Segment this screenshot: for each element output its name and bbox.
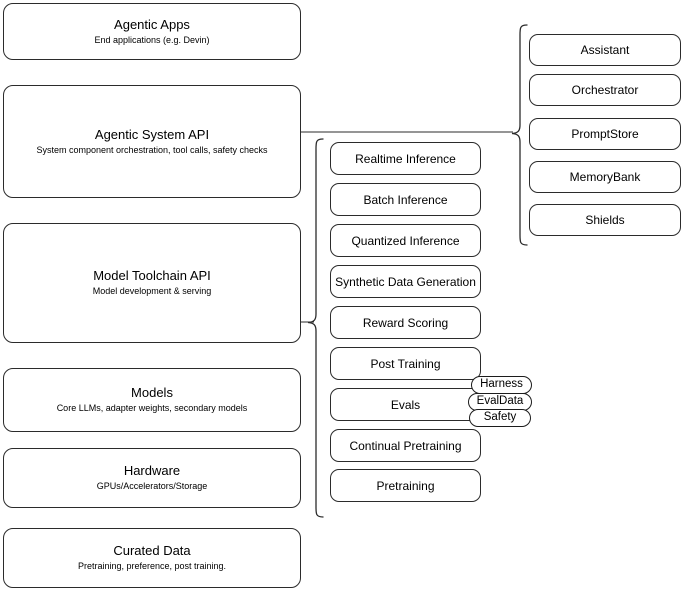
evals-badge-label: EvalData bbox=[476, 395, 524, 408]
component-label: MemoryBank bbox=[569, 170, 641, 184]
layer-subtitle: Core LLMs, adapter weights, secondary mo… bbox=[56, 403, 248, 413]
component-label: Shields bbox=[585, 213, 625, 227]
capability-continual-pretraining[interactable]: Continual Pretraining bbox=[330, 429, 481, 462]
layer-agentic-apps[interactable]: Agentic Apps End applications (e.g. Devi… bbox=[3, 3, 301, 60]
layer-title: Model Toolchain API bbox=[93, 268, 211, 283]
layer-subtitle: Model development & serving bbox=[92, 286, 212, 296]
layer-title: Models bbox=[131, 385, 173, 400]
capability-batch-inference[interactable]: Batch Inference bbox=[330, 183, 481, 216]
layer-subtitle: System component orchestration, tool cal… bbox=[36, 144, 268, 155]
component-shields[interactable]: Shields bbox=[529, 204, 681, 236]
layer-hardware[interactable]: Hardware GPUs/Accelerators/Storage bbox=[3, 448, 301, 508]
layer-title: Agentic System API bbox=[94, 126, 210, 142]
component-assistant[interactable]: Assistant bbox=[529, 34, 681, 66]
component-label: PromptStore bbox=[571, 127, 639, 141]
layer-title: Hardware bbox=[123, 463, 181, 478]
component-memorybank[interactable]: MemoryBank bbox=[529, 161, 681, 193]
capability-synthetic-data-generation[interactable]: Synthetic Data Generation bbox=[330, 265, 481, 298]
evals-badge-safety[interactable]: Safety bbox=[469, 409, 531, 427]
capability-quantized-inference[interactable]: Quantized Inference bbox=[330, 224, 481, 257]
capability-label: Post Training bbox=[370, 356, 441, 371]
layer-title: Agentic Apps bbox=[114, 16, 190, 32]
capability-pretraining[interactable]: Pretraining bbox=[330, 469, 481, 502]
evals-badge-harness[interactable]: Harness bbox=[471, 376, 532, 394]
capability-label: Synthetic Data Generation bbox=[335, 274, 476, 289]
capability-label: Continual Pretraining bbox=[349, 438, 462, 453]
layer-models[interactable]: Models Core LLMs, adapter weights, secon… bbox=[3, 368, 301, 432]
brace-toolchain-capabilities bbox=[306, 138, 324, 518]
component-label: Assistant bbox=[580, 43, 630, 57]
component-label: Orchestrator bbox=[571, 83, 639, 97]
layer-subtitle: End applications (e.g. Devin) bbox=[94, 34, 210, 45]
capability-realtime-inference[interactable]: Realtime Inference bbox=[330, 142, 481, 175]
capability-label: Pretraining bbox=[376, 478, 435, 493]
connector-system-api-to-components bbox=[300, 124, 516, 142]
capability-label: Quantized Inference bbox=[351, 233, 460, 248]
layer-curated-data[interactable]: Curated Data Pretraining, preference, po… bbox=[3, 528, 301, 588]
capability-label: Batch Inference bbox=[363, 192, 448, 207]
capability-post-training[interactable]: Post Training bbox=[330, 347, 481, 380]
capability-evals[interactable]: Evals bbox=[330, 388, 481, 421]
evals-badge-label: Safety bbox=[483, 411, 517, 424]
layer-model-toolchain-api[interactable]: Model Toolchain API Model development & … bbox=[3, 223, 301, 343]
component-promptstore[interactable]: PromptStore bbox=[529, 118, 681, 150]
brace-system-components bbox=[510, 24, 528, 246]
capability-label: Reward Scoring bbox=[362, 315, 449, 330]
layer-title: Curated Data bbox=[113, 543, 191, 558]
layer-agentic-system-api[interactable]: Agentic System API System component orch… bbox=[3, 85, 301, 198]
layer-subtitle: GPUs/Accelerators/Storage bbox=[96, 481, 208, 491]
evals-badge-label: Harness bbox=[480, 378, 523, 391]
component-orchestrator[interactable]: Orchestrator bbox=[529, 74, 681, 106]
capability-reward-scoring[interactable]: Reward Scoring bbox=[330, 306, 481, 339]
capability-label: Realtime Inference bbox=[355, 151, 456, 166]
capability-label: Evals bbox=[390, 397, 421, 412]
layer-subtitle: Pretraining, preference, post training. bbox=[77, 561, 227, 571]
